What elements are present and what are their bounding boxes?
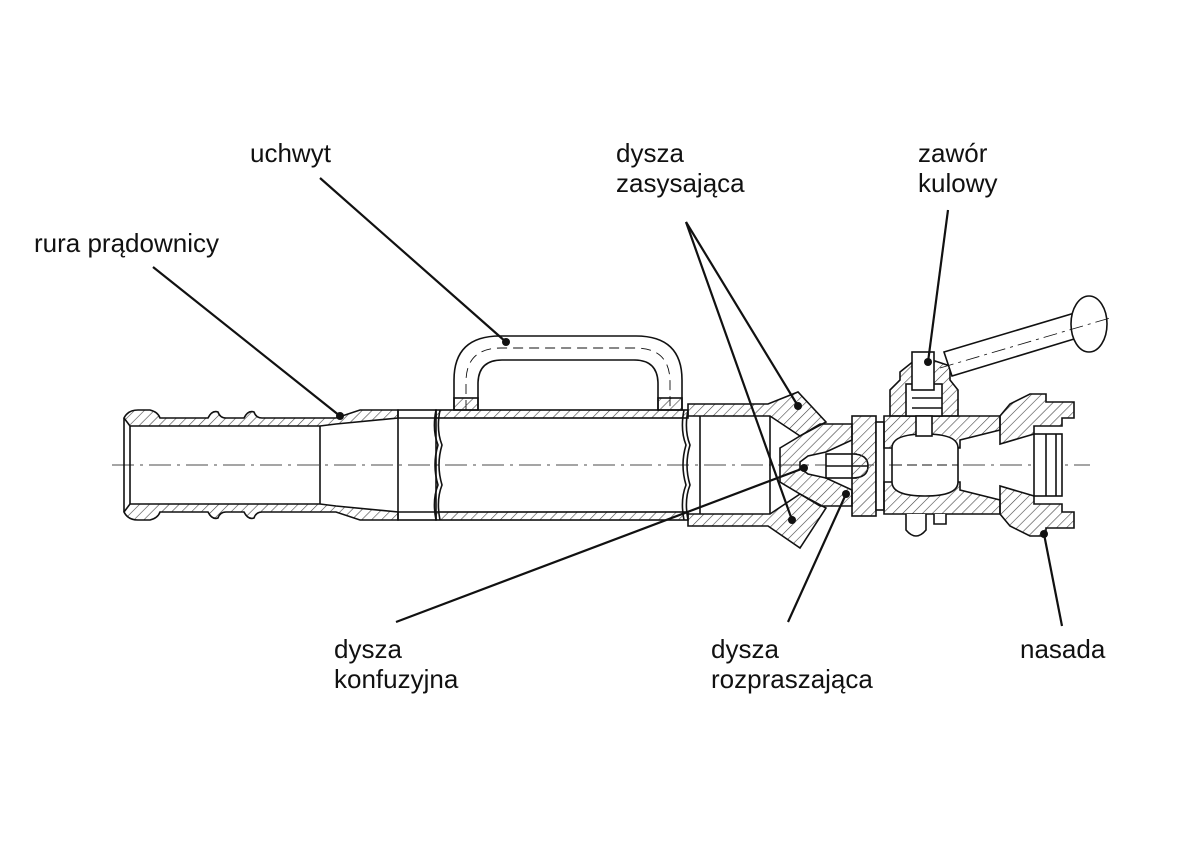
label-uchwyt: uchwyt <box>250 138 331 168</box>
label-zawor-kulowy: zawór kulowy <box>918 138 997 198</box>
label-uchwyt-text: uchwyt <box>250 138 331 168</box>
label-rura-pradownicy: rura prądownicy <box>34 228 219 258</box>
coupling <box>999 393 1075 537</box>
leader-dysza-zasysajaca-2 <box>684 221 794 521</box>
leader-lines <box>152 177 1064 627</box>
leader-uchwyt <box>319 177 507 343</box>
dot-roz <box>842 490 850 498</box>
label-nasada: nasada <box>1020 634 1105 664</box>
flange <box>851 415 885 517</box>
label-dysza-rozpraszajaca-line2: rozpraszająca <box>711 664 873 694</box>
dot-zawor <box>924 358 932 366</box>
label-zawor-kulowy-line2: kulowy <box>918 168 998 198</box>
dot-zasys-1 <box>794 402 802 410</box>
label-dysza-zasysajaca-line2: zasysająca <box>616 168 745 198</box>
label-dysza-rozpraszajaca-line1: dysza <box>711 634 779 664</box>
leader-dots <box>336 338 1048 538</box>
label-dysza-konfuzyjna: dysza konfuzyjna <box>334 634 458 694</box>
label-dysza-zasysajaca-line1: dysza <box>616 138 684 168</box>
leader-dysza-rozpraszajaca <box>786 493 848 623</box>
dot-uchwyt <box>502 338 510 346</box>
label-nasada-text: nasada <box>1020 634 1106 664</box>
handle <box>453 335 683 411</box>
label-dysza-rozpraszajaca: dysza rozpraszająca <box>711 634 873 694</box>
leader-zawor <box>926 209 950 363</box>
leader-rura <box>152 266 341 417</box>
dot-rura <box>336 412 344 420</box>
label-dysza-konfuzyjna-line2: konfuzyjna <box>334 664 459 694</box>
leader-dysza-zasysajaca-1 <box>685 221 799 407</box>
label-dysza-konfuzyjna-line1: dysza <box>334 634 402 664</box>
dot-nasada <box>1040 530 1048 538</box>
label-rura-pradownicy-text: rura prądownicy <box>34 228 219 258</box>
dot-zasys-2 <box>788 516 796 524</box>
valve-lever <box>939 295 1111 377</box>
label-zawor-kulowy-line1: zawór <box>918 138 988 168</box>
pipe-body <box>123 409 437 521</box>
dot-konf <box>800 464 808 472</box>
leader-nasada <box>1042 533 1064 627</box>
label-dysza-zasysajaca: dysza zasysająca <box>616 138 745 198</box>
ball-valve <box>883 351 1001 537</box>
leader-dysza-konfuzyjna <box>395 466 805 624</box>
